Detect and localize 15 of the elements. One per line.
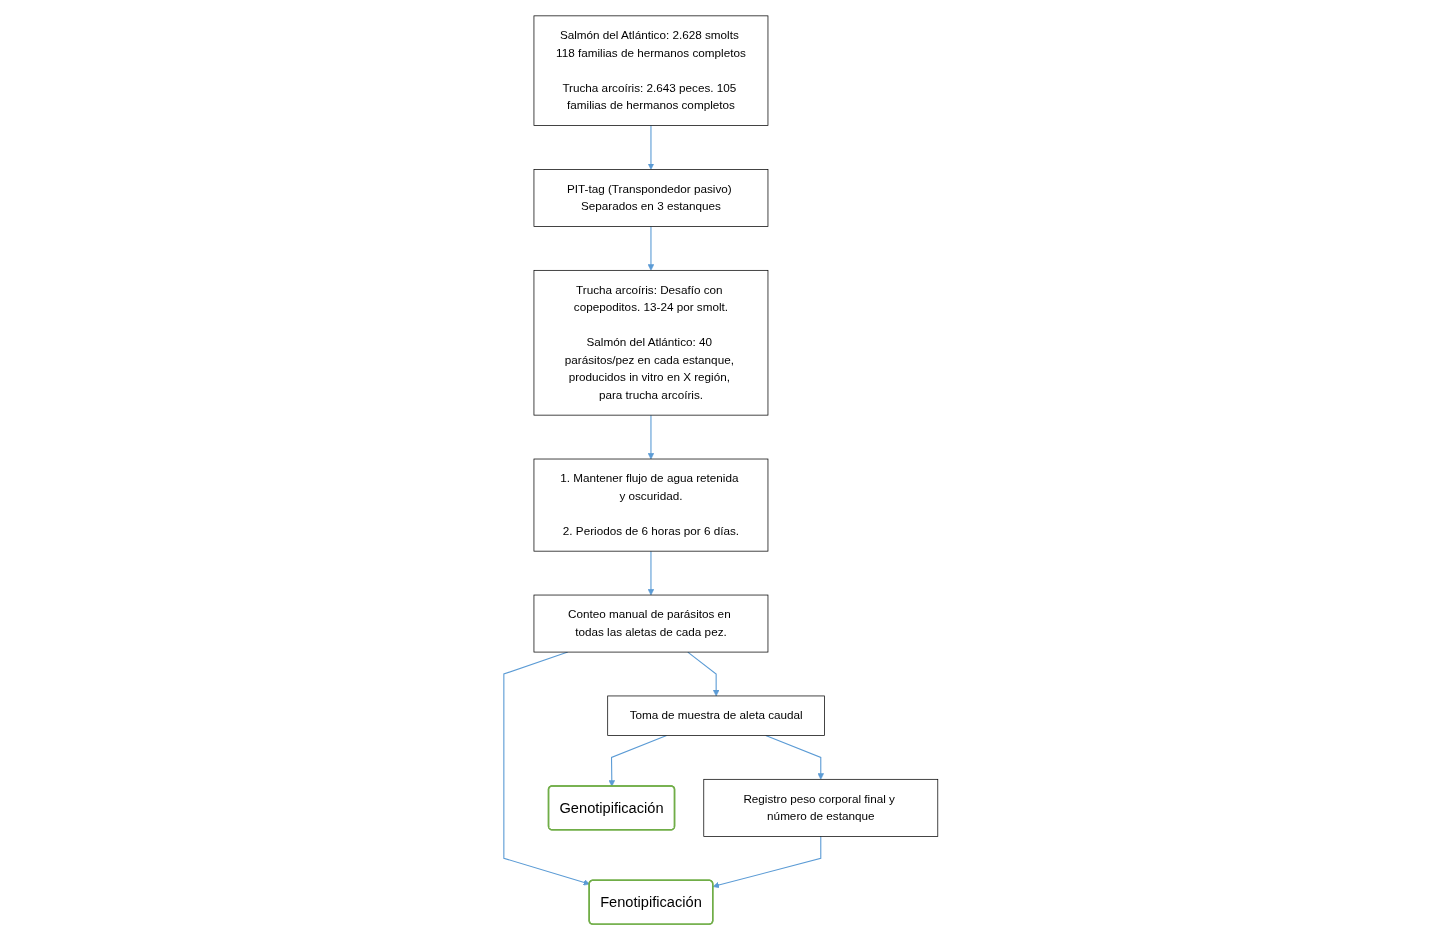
node-box: PIT-tag (Transpondedor pasivo) Separados en 3 estanques xyxy=(533,169,769,227)
node-box: Salmón del Atlántico: 2.628 smolts 118 familias de hermanos completos Trucha arcoíris: 2.643 peces. 105 familias de hermanos completos xyxy=(533,15,769,126)
node-box: Conteo manual de parásitos en todas las aletas de cada pez. xyxy=(533,594,769,653)
arrow xyxy=(647,550,655,596)
node-box: Trucha arcoíris: Desafío con copepoditos. 13-24 por smolt. Salmón del Atlántico: 40 parásitos/pez en cada estanque, producidos in vitro en X región, para trucha arcoíris. xyxy=(533,270,769,416)
arrow xyxy=(647,125,655,170)
node-box: Toma de muestra de aleta caudal xyxy=(607,695,826,736)
arrow xyxy=(647,225,655,271)
arrow xyxy=(687,651,720,697)
arrow xyxy=(503,651,590,886)
arrow xyxy=(765,734,825,780)
node-box: Registro peso corporal final y número de estanque xyxy=(703,778,939,837)
arrow xyxy=(713,835,822,889)
node-box: 1. Mantener flujo de agua retenida y oscuridad. 2. Periodos de 6 horas por 6 días. xyxy=(533,458,769,552)
arrow xyxy=(647,414,655,460)
